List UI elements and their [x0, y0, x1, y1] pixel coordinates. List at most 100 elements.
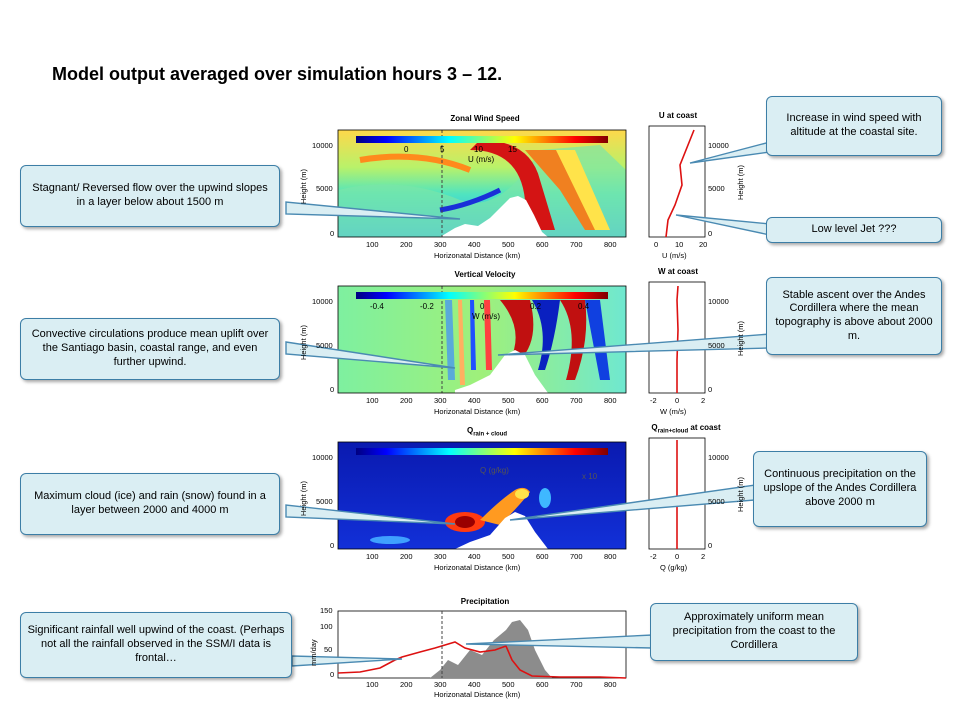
u-ytick-0: 0 — [708, 229, 713, 238]
callout-low-level-jet: Low level Jet ??? — [766, 217, 942, 243]
precip-xtick: 600 — [536, 680, 549, 689]
callout-continuous-precip: Continuous precipitation on the upslope … — [753, 451, 927, 527]
u-coast-plot — [648, 125, 706, 238]
callout-wind-increase: Increase in wind speed with altitude at … — [766, 96, 942, 156]
zonal-xtick: 400 — [468, 240, 481, 249]
vert-cbar-tick-3: 0.2 — [530, 302, 542, 311]
vert-xtick: 300 — [434, 396, 447, 405]
q-xtick: 600 — [536, 552, 549, 561]
zonal-xtick: 700 — [570, 240, 583, 249]
q-xtick: 300 — [434, 552, 447, 561]
vert-xtick: 100 — [366, 396, 379, 405]
q-rain-cloud-plot — [337, 441, 627, 550]
q-side-ytick-5000: 5000 — [708, 497, 725, 506]
vertical-velocity-plot — [337, 285, 627, 394]
callout-stable-ascent: Stable ascent over the Andes Cordillera … — [766, 277, 942, 355]
q-side-xtick: 0 — [675, 552, 680, 561]
w-coast-title: W at coast — [657, 267, 698, 276]
zonal-cbar-tick-3: 15 — [508, 145, 517, 154]
q-side-xlabel: Q (g/kg) — [660, 563, 688, 572]
zonal-xtick: 800 — [604, 240, 617, 249]
callout-convective: Convective circulations produce mean upl… — [20, 318, 280, 380]
zonal-xlabel: Horizonatal Distance (km) — [434, 251, 521, 260]
precip-xlabel: Horizonatal Distance (km) — [434, 690, 521, 699]
precip-ytick-100: 100 — [320, 622, 333, 631]
q-ylabel: Height (m) — [299, 480, 308, 516]
zonal-cbar-label: U (m/s) — [468, 155, 495, 164]
precip-ytick-0: 0 — [330, 670, 335, 679]
zonal-title: Zonal Wind Speed — [450, 114, 520, 123]
vert-xtick: 400 — [468, 396, 481, 405]
zonal-xtick: 500 — [502, 240, 515, 249]
zonal-xtick: 300 — [434, 240, 447, 249]
q-xtick: 200 — [400, 552, 413, 561]
w-ytick-10000: 10000 — [708, 297, 729, 306]
zonal-ytick-0: 0 — [330, 229, 335, 238]
zonal-xtick: 100 — [366, 240, 379, 249]
vert-ytick-10000: 10000 — [312, 297, 333, 306]
vert-xtick: 200 — [400, 396, 413, 405]
w-xlabel: W (m/s) — [660, 407, 687, 416]
vert-ytick-0: 0 — [330, 385, 335, 394]
zonal-xtick: 200 — [400, 240, 413, 249]
w-ytick-5000: 5000 — [708, 341, 725, 350]
q-ytick-5000: 5000 — [316, 497, 333, 506]
vert-cbar-tick-1: -0.2 — [420, 302, 434, 311]
precip-xtick: 500 — [502, 680, 515, 689]
vert-xtick: 800 — [604, 396, 617, 405]
leader-rainfall — [291, 655, 403, 667]
leader-maxcloud — [285, 504, 456, 525]
q-cbar-label: Q (g/kg) — [480, 466, 509, 475]
vertical-title: Vertical Velocity — [454, 270, 516, 279]
vert-cbar-label: W (m/s) — [472, 312, 500, 321]
q-side-ytick-0: 0 — [708, 541, 713, 550]
vert-xlabel: Horizonatal Distance (km) — [434, 407, 521, 416]
w-coast-plot — [648, 281, 706, 394]
q-xtick: 100 — [366, 552, 379, 561]
zonal-cbar-tick-1: 5 — [440, 145, 445, 154]
q-xtick: 700 — [570, 552, 583, 561]
u-coast-title: U at coast — [658, 111, 698, 120]
q-xtick: 400 — [468, 552, 481, 561]
vert-cbar-tick-4: 0.4 — [578, 302, 590, 311]
u-ytick-5000: 5000 — [708, 184, 725, 193]
zonal-xtick: 600 — [536, 240, 549, 249]
precip-ytick-150: 150 — [320, 606, 333, 615]
q-xtick: 500 — [502, 552, 515, 561]
u-xtick: 10 — [675, 240, 684, 249]
zonal-cbar-tick-2: 10 — [474, 145, 483, 154]
q-xlabel: Horizonatal Distance (km) — [434, 563, 521, 572]
precip-xtick: 300 — [434, 680, 447, 689]
q-side-ylabel: Height (m) — [736, 476, 745, 512]
precip-ytick-50: 50 — [324, 645, 333, 654]
q-side-xtick: 2 — [701, 552, 706, 561]
callout-uniform-precip: Approximately uniform mean precipitation… — [650, 603, 858, 661]
q-side-ytick-10000: 10000 — [708, 453, 729, 462]
q-xtick: 800 — [604, 552, 617, 561]
precip-xtick: 400 — [468, 680, 481, 689]
u-xlabel: U (m/s) — [662, 251, 687, 260]
q-side-xtick: -2 — [650, 552, 657, 561]
zonal-ytick-10000: 10000 — [312, 141, 333, 150]
slide-title: Model output averaged over simulation ho… — [52, 64, 503, 84]
precip-title: Precipitation — [460, 597, 510, 606]
w-ytick-0: 0 — [708, 385, 713, 394]
q-coast-title: Qrain+cloud at coast — [651, 423, 721, 435]
vert-xtick: 700 — [570, 396, 583, 405]
vert-xtick: 600 — [536, 396, 549, 405]
precip-ylabel: mm/day — [309, 639, 318, 666]
w-xtick: 2 — [701, 396, 706, 405]
u-ytick-10000: 10000 — [708, 141, 729, 150]
callout-max-cloud: Maximum cloud (ice) and rain (snow) foun… — [20, 473, 280, 535]
q-cbar-scale: x 10 — [582, 472, 598, 481]
precip-xtick: 800 — [604, 680, 617, 689]
leader-convective — [285, 341, 456, 369]
q-ytick-10000: 10000 — [312, 453, 333, 462]
u-xtick: 20 — [699, 240, 708, 249]
vert-cbar-tick-2: 0 — [480, 302, 485, 311]
q-ytick-0: 0 — [330, 541, 335, 550]
qrain-title: Qrain + cloud — [466, 426, 508, 438]
precip-xtick: 700 — [570, 680, 583, 689]
u-ylabel: Height (m) — [736, 164, 745, 200]
